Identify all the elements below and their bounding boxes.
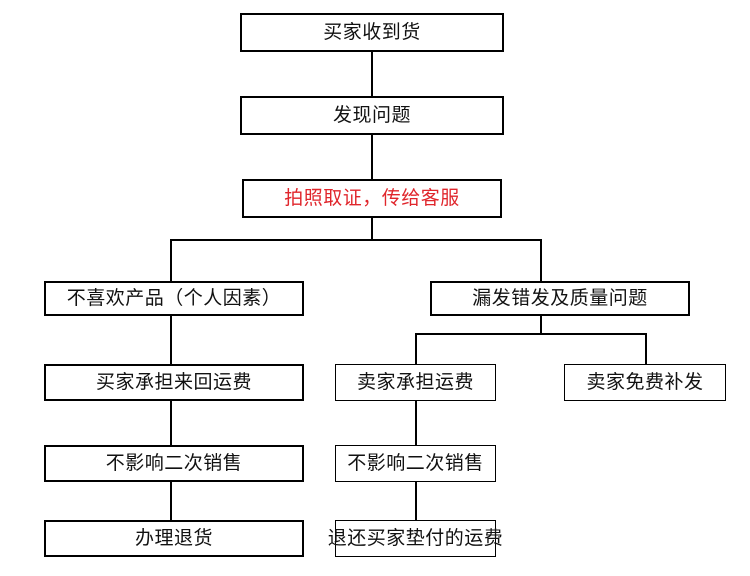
node-seller-pays-shipping[interactable]: 卖家承担运费: [335, 364, 496, 401]
node-missing-wrong-quality[interactable]: 漏发错发及质量问题: [430, 281, 690, 316]
node-label: 不影响二次销售: [347, 453, 484, 474]
node-buyer-received-goods[interactable]: 买家收到货: [240, 13, 504, 52]
edge-n10-n12: [415, 482, 417, 520]
node-label: 不影响二次销售: [105, 453, 243, 474]
node-no-impact-resale-left[interactable]: 不影响二次销售: [44, 445, 304, 482]
node-label: 发现问题: [332, 105, 411, 126]
edge-fork-right-drop: [540, 239, 542, 281]
node-dislike-product[interactable]: 不喜欢产品（个人因素）: [44, 281, 304, 316]
node-label: 买家收到货: [323, 22, 421, 43]
node-buyer-pays-roundtrip-shipping[interactable]: 买家承担来回运费: [44, 364, 304, 401]
node-label: 卖家免费补发: [586, 372, 704, 393]
node-label: 拍照取证，传给客服: [284, 188, 460, 209]
edge-fork-bar-top: [170, 239, 542, 241]
node-label: 卖家承担运费: [356, 372, 474, 393]
node-refund-buyer-advanced-shipping[interactable]: 退还买家垫付的运费: [328, 520, 503, 557]
edge-n5-subfork-stem: [540, 315, 542, 334]
node-label: 漏发错发及质量问题: [472, 288, 648, 309]
edge-subfork-bar: [415, 333, 647, 335]
node-label: 退还买家垫付的运费: [327, 528, 504, 549]
edge-n1-n2: [371, 51, 373, 96]
node-process-return[interactable]: 办理退货: [44, 520, 304, 557]
edge-n3-fork-stem: [371, 217, 373, 241]
node-label: 不喜欢产品（个人因素）: [66, 288, 282, 309]
node-issue-found[interactable]: 发现问题: [240, 96, 504, 135]
edge-n4-n6: [170, 315, 172, 364]
edge-n9-n11: [170, 482, 172, 520]
node-take-photo-evidence[interactable]: 拍照取证，传给客服: [242, 179, 502, 218]
node-label: 办理退货: [134, 528, 213, 549]
node-seller-free-reship[interactable]: 卖家免费补发: [564, 364, 726, 401]
edge-subfork-left-drop: [415, 333, 417, 364]
edge-subfork-right-drop: [645, 333, 647, 364]
node-label: 买家承担来回运费: [95, 372, 252, 393]
edge-fork-left-drop: [170, 239, 172, 281]
node-no-impact-resale-middle[interactable]: 不影响二次销售: [335, 445, 496, 482]
edge-n2-n3: [371, 134, 373, 179]
edge-n7-n10: [415, 400, 417, 445]
edge-n6-n9: [170, 400, 172, 445]
